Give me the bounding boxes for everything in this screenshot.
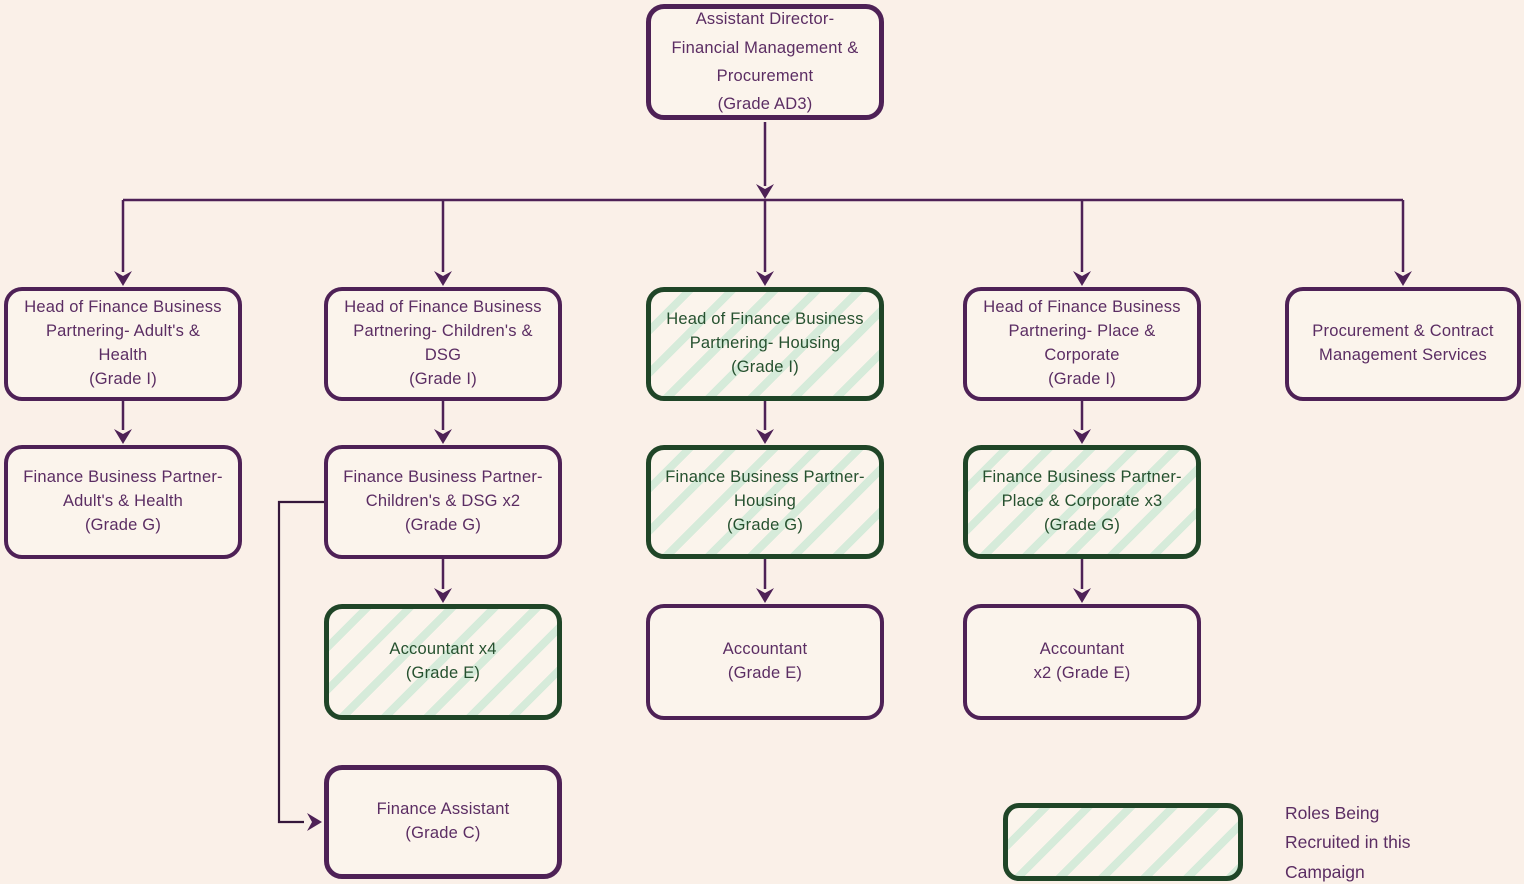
node-label: Head of Finance Business Partnering- Adu… bbox=[24, 298, 222, 388]
node-accountant-housing: Accountant (Grade E) bbox=[646, 604, 884, 720]
node-head-place-corporate: Head of Finance Business Partnering- Pla… bbox=[963, 287, 1201, 401]
node-finance-assistant: Finance Assistant (Grade C) bbox=[324, 765, 562, 879]
legend-label: Roles Being Recruited in this Campaign bbox=[1285, 803, 1411, 882]
node-head-housing: Head of Finance Business Partnering- Hou… bbox=[646, 287, 884, 401]
node-label: Accountant x2 (Grade E) bbox=[1033, 640, 1131, 682]
node-fbp-place-corporate: Finance Business Partner- Place & Corpor… bbox=[963, 445, 1201, 559]
edge-fbp-childrens-to-finance-assistant bbox=[277, 500, 324, 824]
node-fbp-adults-health: Finance Business Partner- Adult's & Heal… bbox=[4, 445, 242, 559]
node-label: Finance Business Partner- Housing (Grade… bbox=[665, 468, 865, 534]
node-procurement-contract-services: Procurement & Contract Management Servic… bbox=[1285, 287, 1521, 401]
node-label: Finance Business Partner- Place & Corpor… bbox=[982, 468, 1182, 534]
node-head-childrens-dsg: Head of Finance Business Partnering- Chi… bbox=[324, 287, 562, 401]
node-accountant-x2: Accountant x2 (Grade E) bbox=[963, 604, 1201, 720]
node-label: Accountant x4 (Grade E) bbox=[389, 640, 497, 682]
node-head-adults-health: Head of Finance Business Partnering- Adu… bbox=[4, 287, 242, 401]
node-accountant-x4: Accountant x4 (Grade E) bbox=[324, 604, 562, 720]
legend-recruiting-swatch bbox=[1003, 803, 1243, 881]
node-label: Finance Business Partner- Children's & D… bbox=[343, 468, 543, 534]
node-label: Head of Finance Business Partnering- Pla… bbox=[983, 298, 1181, 388]
node-label: Finance Assistant (Grade C) bbox=[376, 800, 510, 842]
node-label: Accountant (Grade E) bbox=[722, 640, 808, 682]
node-fbp-childrens-dsg: Finance Business Partner- Children's & D… bbox=[324, 445, 562, 559]
node-label: Procurement & Contract Management Servic… bbox=[1312, 322, 1494, 364]
node-label: Head of Finance Business Partnering- Hou… bbox=[666, 310, 864, 376]
node-label: Head of Finance Business Partnering- Chi… bbox=[344, 298, 542, 388]
node-assistant-director: Assistant Director- Financial Management… bbox=[646, 4, 884, 120]
node-fbp-housing: Finance Business Partner- Housing (Grade… bbox=[646, 445, 884, 559]
node-label: Finance Business Partner- Adult's & Heal… bbox=[23, 468, 223, 534]
node-label: Assistant Director- Financial Management… bbox=[671, 10, 859, 114]
